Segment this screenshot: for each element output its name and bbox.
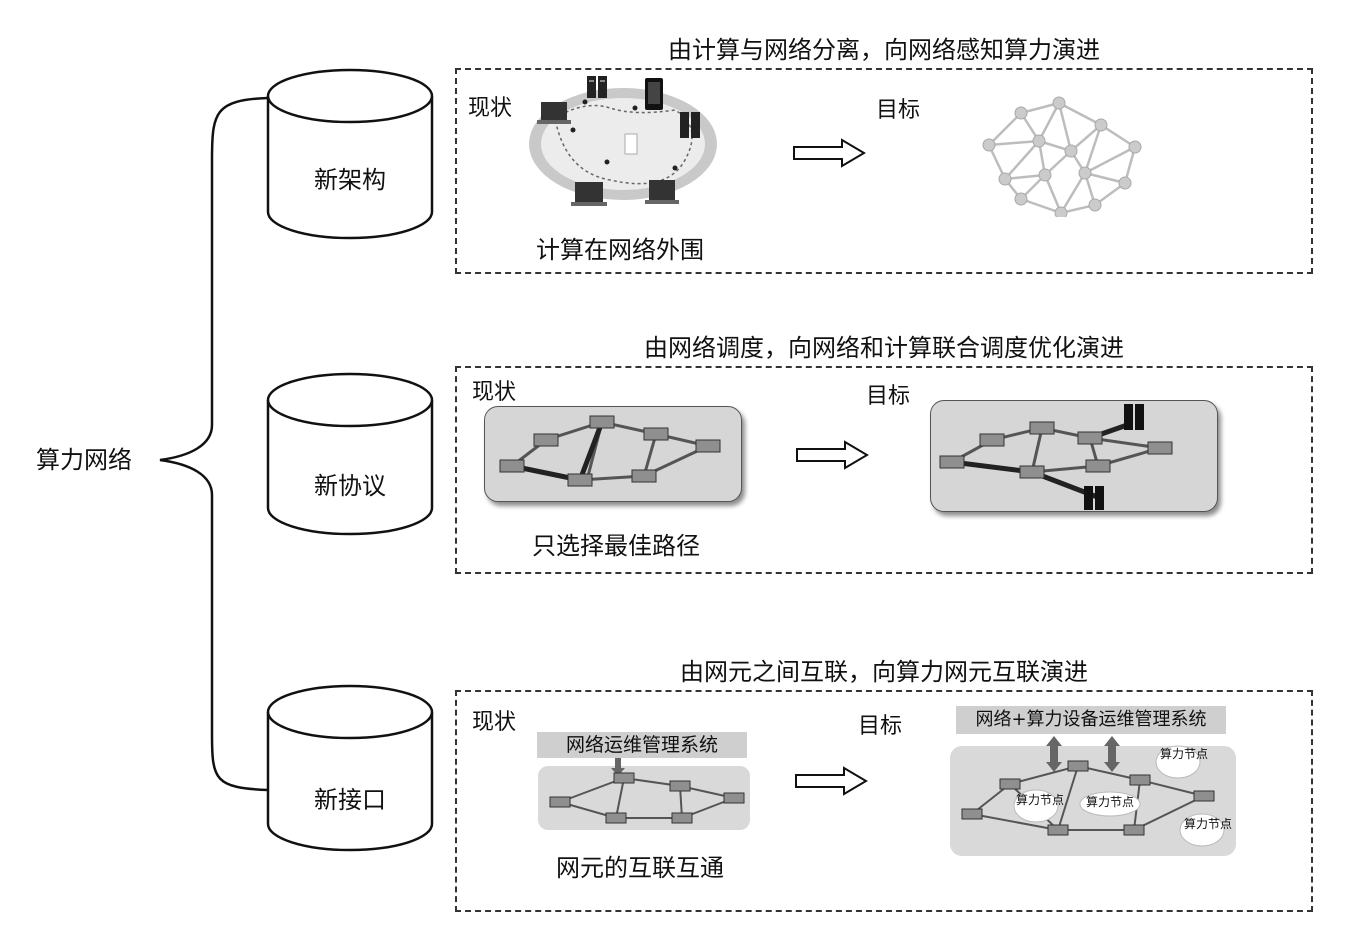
server-rack-icon <box>587 76 607 98</box>
router-icon <box>961 760 1215 836</box>
router-icon <box>499 415 721 487</box>
edge-computing-illustration <box>529 76 717 206</box>
row3-heading: 由网元之间互联，向算力网元互联演进 <box>680 658 1088 686</box>
row2-target-tray <box>930 400 1218 512</box>
row1-target-tag: 目标 <box>876 98 921 123</box>
row3-target-tag: 目标 <box>858 714 903 739</box>
row2-panel <box>455 366 1313 574</box>
row3-target-mgmt-label: 网络+算力设备运维管理系统 <box>956 706 1226 734</box>
root-label: 算力网络 <box>36 446 132 474</box>
row3-current-mgmt-label: 网络运维管理系统 <box>537 732 747 758</box>
cylinder-icon-protocol <box>266 372 434 536</box>
router-network-mgmt-current <box>549 758 745 824</box>
laptop-icon <box>571 182 607 206</box>
laptop-icon <box>645 180 679 204</box>
server-rack-icon <box>1124 404 1144 430</box>
router-icon <box>939 421 1173 479</box>
row3-current-tag: 现状 <box>472 710 517 735</box>
hollow-right-arrow-icon <box>795 766 868 796</box>
router-network-target <box>939 404 1173 510</box>
mesh-network-icon <box>982 96 1142 217</box>
row1-current-caption: 计算在网络外围 <box>536 236 704 264</box>
cylinder-icon-interface <box>266 684 434 852</box>
row3-panel <box>455 690 1313 912</box>
router-icon <box>549 772 745 824</box>
category-architecture: 新架构 <box>314 166 386 194</box>
row2-current-caption: 只选择最佳路径 <box>532 532 700 560</box>
compute-node-label: 算力节点 <box>1184 817 1233 831</box>
laptop-icon <box>537 102 571 124</box>
server-rack-icon <box>680 112 700 138</box>
cylinder-icon-architecture <box>266 68 434 240</box>
double-arrow-icon <box>1046 736 1120 772</box>
cloud-icon <box>1013 745 1225 847</box>
root-brace <box>159 96 269 792</box>
row2-target-tag: 目标 <box>866 384 911 409</box>
compute-node-label: 算力节点 <box>1160 747 1209 761</box>
row1-panel <box>455 68 1313 274</box>
row1-current-tag: 现状 <box>468 96 513 121</box>
compute-node-label: 算力节点 <box>1016 793 1065 807</box>
hollow-right-arrow-icon <box>796 440 869 470</box>
category-interface: 新接口 <box>314 786 386 814</box>
compute-node-label: 算力节点 <box>1085 795 1134 809</box>
row1-heading: 由计算与网络分离，向网络感知算力演进 <box>668 36 1100 64</box>
row2-current-tag: 现状 <box>472 380 517 405</box>
router-network-mgmt-target <box>961 736 1225 847</box>
row3-current-caption: 网元的互联互通 <box>556 854 724 882</box>
server-rack-icon <box>1084 486 1104 510</box>
hollow-right-arrow-icon <box>793 138 866 168</box>
row2-heading: 由网络调度，向网络和计算联合调度优化演进 <box>644 334 1124 362</box>
phone-icon <box>645 78 663 110</box>
router-network-current <box>499 415 721 487</box>
category-protocol: 新协议 <box>314 472 386 500</box>
